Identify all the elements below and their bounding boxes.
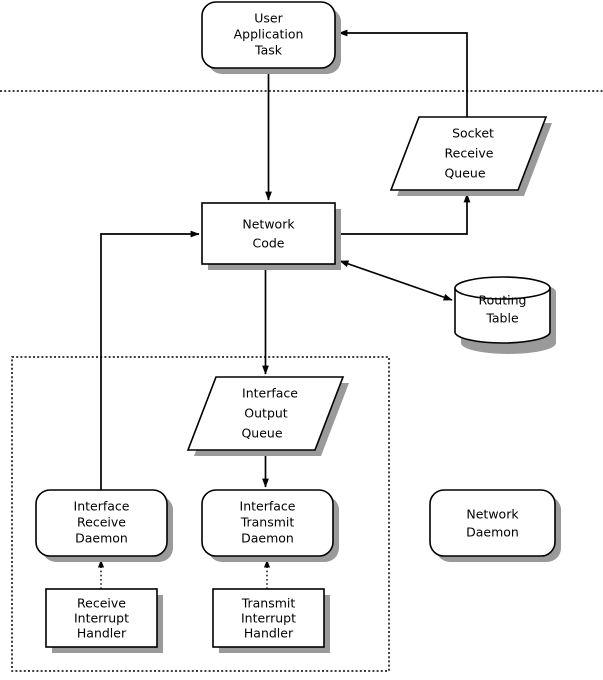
node-label-line: Task	[254, 43, 283, 58]
node-label-line: Handler	[244, 626, 294, 641]
network-daemon-region-boundary	[11, 356, 390, 672]
node-socket-receive-queue[interactable]: Socket Receive Queue	[389, 116, 552, 196]
node-label-line: Output	[244, 406, 288, 421]
node-label-line: Queue	[444, 166, 485, 181]
node-label-line: Socket	[452, 126, 494, 141]
node-label-line: Network	[242, 217, 295, 232]
node-label-line: Daemon	[75, 531, 128, 546]
node-transmit-interrupt-handler[interactable]: Transmit Interrupt Handler	[212, 588, 330, 653]
node-label-line: Queue	[241, 426, 282, 441]
node-label-line: Daemon	[241, 531, 294, 546]
node-interface-output-queue[interactable]: Interface Output Queue	[186, 376, 349, 456]
node-routing-table[interactable]: Routing Table	[454, 276, 556, 355]
node-label-line: Handler	[77, 626, 127, 641]
node-label-line: Interface	[74, 499, 130, 514]
node-label-line: Application	[234, 27, 304, 42]
connection-network-code-to-socket-queue	[335, 193, 471, 235]
node-label-line: Transmit	[241, 596, 296, 611]
connection-receive-daemon-to-network-code	[100, 230, 200, 490]
node-label-line: Interrupt	[241, 611, 296, 626]
node-network-code[interactable]: Network Code	[201, 202, 341, 270]
node-label-line: Interrupt	[74, 611, 129, 626]
node-label-line: Routing	[479, 293, 527, 308]
node-label-line: Table	[485, 311, 519, 326]
connection-network-code-routing-table	[339, 260, 453, 301]
node-label-line: Receive	[77, 515, 126, 530]
node-label-line: Transmit	[240, 515, 295, 530]
node-interface-receive-daemon[interactable]: Interface Receive Daemon	[35, 489, 173, 562]
node-network-daemon-legend[interactable]: Network Daemon	[429, 489, 561, 562]
node-label-line: Interface	[240, 499, 296, 514]
node-user-application-task[interactable]: User Application Task	[201, 1, 341, 74]
node-interface-transmit-daemon[interactable]: Interface Transmit Daemon	[201, 489, 339, 562]
connection-socket-queue-to-user-task	[338, 29, 468, 117]
node-label-line: Daemon	[466, 525, 519, 540]
node-label-line: Interface	[242, 386, 298, 401]
node-label-line: User	[254, 11, 283, 26]
node-label-line: Code	[252, 236, 284, 251]
node-label-line: Receive	[445, 146, 494, 161]
node-receive-interrupt-handler[interactable]: Receive Interrupt Handler	[45, 588, 163, 653]
node-label-line: Network	[466, 507, 519, 522]
node-label-line: Receive	[77, 596, 126, 611]
